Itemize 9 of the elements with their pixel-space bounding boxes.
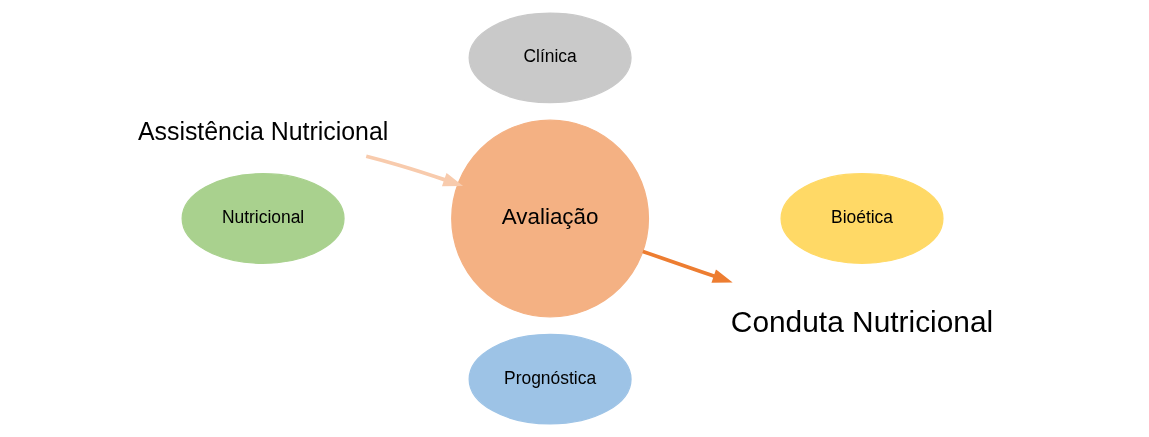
node-ellipse: Clínica: [468, 12, 632, 104]
arrow: [365, 154, 463, 187]
node-ellipse: Prognóstica: [468, 333, 632, 425]
node-ellipse: Nutricional: [181, 173, 345, 264]
node-text: Conduta Nutricional: [730, 305, 993, 339]
node-text: Assistência Nutricional: [137, 117, 388, 146]
arrow: [641, 249, 733, 283]
node-ellipse: Bioética: [779, 173, 944, 264]
node-circle: Avaliação: [450, 119, 649, 318]
